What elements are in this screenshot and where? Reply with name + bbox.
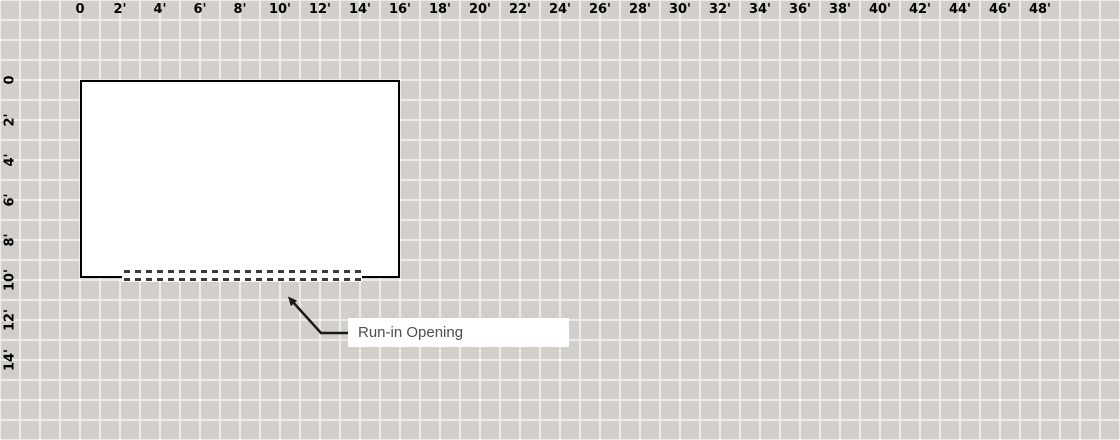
- ruler-top-label: 46': [988, 2, 1012, 17]
- ruler-left-label: 10': [2, 268, 18, 292]
- ruler-top-label: 42': [908, 2, 932, 17]
- ruler-top-label: 6': [193, 2, 207, 17]
- ruler-top-label: 4': [153, 2, 167, 17]
- building-footprint[interactable]: [80, 80, 400, 278]
- ruler-top-label: 28': [628, 2, 652, 17]
- ruler-top-label: 8': [233, 2, 247, 17]
- ruler-top-label: 22': [508, 2, 532, 17]
- ruler-top-label: 32': [708, 2, 732, 17]
- ruler-top-label: 16': [388, 2, 412, 17]
- ruler-top-label: 40': [868, 2, 892, 17]
- ruler-top-label: 10': [268, 2, 292, 17]
- ruler-left-label: 2': [2, 113, 18, 127]
- ruler-top-label: 44': [948, 2, 972, 17]
- run-in-opening-dash-outer: [124, 278, 362, 281]
- ruler-top-label: 24': [548, 2, 572, 17]
- ruler-top-label: 18': [428, 2, 452, 17]
- ruler-left-label: 0: [2, 75, 18, 85]
- run-in-opening-dash-inner: [124, 270, 362, 273]
- ruler-left-label: 6': [2, 193, 18, 207]
- ruler-top-label: 2': [113, 2, 127, 17]
- ruler-top-label: 48': [1028, 2, 1052, 17]
- callout-box: Run-in Opening: [348, 318, 569, 347]
- ruler-left-label: 8': [2, 233, 18, 247]
- ruler-top-label: 0: [75, 2, 85, 17]
- ruler-top-label: 38': [828, 2, 852, 17]
- ruler-left-label: 4': [2, 153, 18, 167]
- ruler-left-label: 14': [2, 348, 18, 372]
- ruler-top-label: 34': [748, 2, 772, 17]
- ruler-top-label: 30': [668, 2, 692, 17]
- ruler-left-label: 12': [2, 308, 18, 332]
- ruler-top-label: 12': [308, 2, 332, 17]
- ruler-top-label: 36': [788, 2, 812, 17]
- ruler-top-label: 20': [468, 2, 492, 17]
- ruler-top-label: 26': [588, 2, 612, 17]
- callout-label: Run-in Opening: [358, 324, 464, 341]
- ruler-top-label: 14': [348, 2, 372, 17]
